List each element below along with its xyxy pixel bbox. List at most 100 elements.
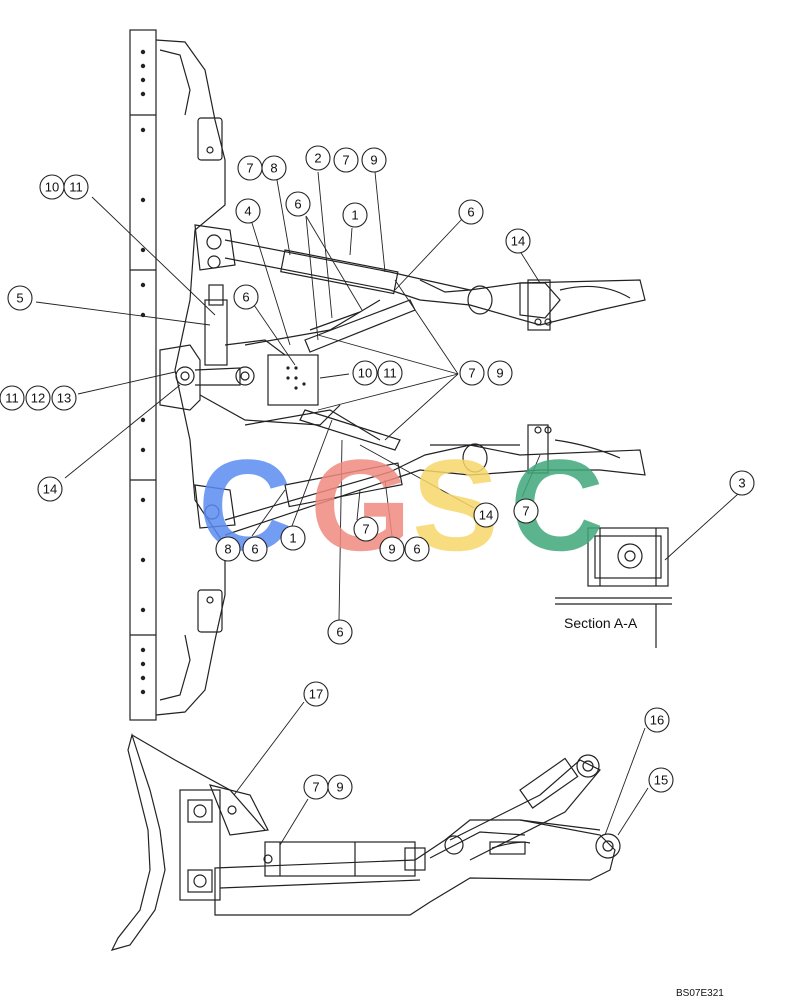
callout-2: 2 bbox=[305, 145, 331, 171]
leader-lines bbox=[35, 171, 739, 846]
callout-circle bbox=[342, 202, 368, 228]
callout-6: 6 bbox=[285, 191, 311, 217]
callout-14: 14 bbox=[37, 476, 63, 502]
callout-9: 9 bbox=[361, 147, 387, 173]
callout-circle bbox=[305, 145, 331, 171]
callout-circle bbox=[25, 385, 51, 411]
callout-number: 14 bbox=[479, 508, 493, 523]
callout-circle bbox=[459, 360, 485, 386]
callout-circle bbox=[0, 385, 25, 411]
callout-number: 3 bbox=[738, 476, 745, 491]
section-a-a-view bbox=[555, 527, 672, 648]
callout-10: 10 bbox=[352, 360, 378, 386]
callout-circle bbox=[327, 774, 353, 800]
callout-number: 6 bbox=[294, 197, 301, 212]
callout-9: 9 bbox=[327, 774, 353, 800]
callout-circle bbox=[37, 476, 63, 502]
callout-number: 5 bbox=[16, 291, 23, 306]
callout-6: 6 bbox=[327, 619, 353, 645]
callout-number: 6 bbox=[413, 542, 420, 557]
callout-17: 17 bbox=[303, 681, 329, 707]
callout-circle bbox=[63, 174, 89, 200]
callout-circle bbox=[242, 536, 268, 562]
callout-number: 1 bbox=[351, 208, 358, 223]
callout-number: 4 bbox=[244, 204, 251, 219]
callout-circle bbox=[379, 536, 405, 562]
callout-1: 1 bbox=[342, 202, 368, 228]
callout-circle bbox=[333, 147, 359, 173]
callout-circle bbox=[458, 199, 484, 225]
callout-circle bbox=[353, 516, 379, 542]
callout-number: 9 bbox=[388, 542, 395, 557]
callout-6: 6 bbox=[233, 284, 259, 310]
callout-8: 8 bbox=[261, 155, 287, 181]
callout-7: 7 bbox=[513, 498, 539, 524]
callout-number: 13 bbox=[57, 391, 71, 406]
callout-number: 6 bbox=[336, 625, 343, 640]
callout-circle bbox=[327, 619, 353, 645]
callout-number: 7 bbox=[246, 161, 253, 176]
callout-number: 8 bbox=[224, 542, 231, 557]
callout-7: 7 bbox=[333, 147, 359, 173]
callout-circle bbox=[261, 155, 287, 181]
callout-15: 15 bbox=[648, 767, 674, 793]
callout-circle bbox=[648, 767, 674, 793]
callout-number: 14 bbox=[43, 482, 57, 497]
callout-number: 10 bbox=[358, 366, 372, 381]
callout-circle bbox=[644, 707, 670, 733]
callout-number: 6 bbox=[251, 542, 258, 557]
callout-number: 14 bbox=[511, 234, 525, 249]
callout-number: 7 bbox=[342, 153, 349, 168]
callout-7: 7 bbox=[303, 774, 329, 800]
callout-circle bbox=[7, 285, 33, 311]
callout-7: 7 bbox=[353, 516, 379, 542]
callout-number: 16 bbox=[650, 713, 664, 728]
callout-6: 6 bbox=[242, 536, 268, 562]
callout-6: 6 bbox=[404, 536, 430, 562]
callout-10: 10 bbox=[39, 174, 65, 200]
callout-14: 14 bbox=[505, 228, 531, 254]
callout-16: 16 bbox=[644, 707, 670, 733]
callout-number: 7 bbox=[312, 780, 319, 795]
callout-number: 12 bbox=[31, 391, 45, 406]
callout-number: 9 bbox=[336, 780, 343, 795]
callout-number: 7 bbox=[522, 504, 529, 519]
callout-circle bbox=[487, 360, 513, 386]
callout-number: 8 bbox=[270, 161, 277, 176]
callout-number: 11 bbox=[5, 391, 19, 406]
callout-number: 11 bbox=[69, 180, 83, 195]
callout-4: 4 bbox=[235, 198, 261, 224]
callout-6: 6 bbox=[458, 199, 484, 225]
callout-circle bbox=[473, 502, 499, 528]
callout-circle bbox=[280, 525, 306, 551]
callout-number: 9 bbox=[496, 366, 503, 381]
callout-11: 11 bbox=[0, 385, 25, 411]
callout-14: 14 bbox=[473, 502, 499, 528]
callout-circle bbox=[303, 681, 329, 707]
side-view-blade bbox=[110, 732, 621, 951]
callout-circle bbox=[361, 147, 387, 173]
callout-circle bbox=[352, 360, 378, 386]
callout-11: 11 bbox=[377, 360, 403, 386]
callout-13: 13 bbox=[51, 385, 77, 411]
callout-number: 1 bbox=[289, 531, 296, 546]
callout-circle bbox=[729, 470, 755, 496]
callout-circle bbox=[215, 536, 241, 562]
callout-circle bbox=[285, 191, 311, 217]
callout-number: 7 bbox=[468, 366, 475, 381]
callout-circle bbox=[235, 198, 261, 224]
section-a-a-caption: Section A-A bbox=[564, 615, 638, 631]
callout-circle bbox=[513, 498, 539, 524]
callout-number: 7 bbox=[362, 522, 369, 537]
callout-5: 5 bbox=[7, 285, 33, 311]
callout-11: 11 bbox=[63, 174, 89, 200]
callout-number: 6 bbox=[467, 205, 474, 220]
drawing-code: BS07E321 bbox=[676, 988, 724, 999]
callout-7: 7 bbox=[237, 155, 263, 181]
callout-9: 9 bbox=[487, 360, 513, 386]
callout-number: 9 bbox=[370, 153, 377, 168]
callout-circle bbox=[377, 360, 403, 386]
callout-number: 10 bbox=[45, 180, 59, 195]
